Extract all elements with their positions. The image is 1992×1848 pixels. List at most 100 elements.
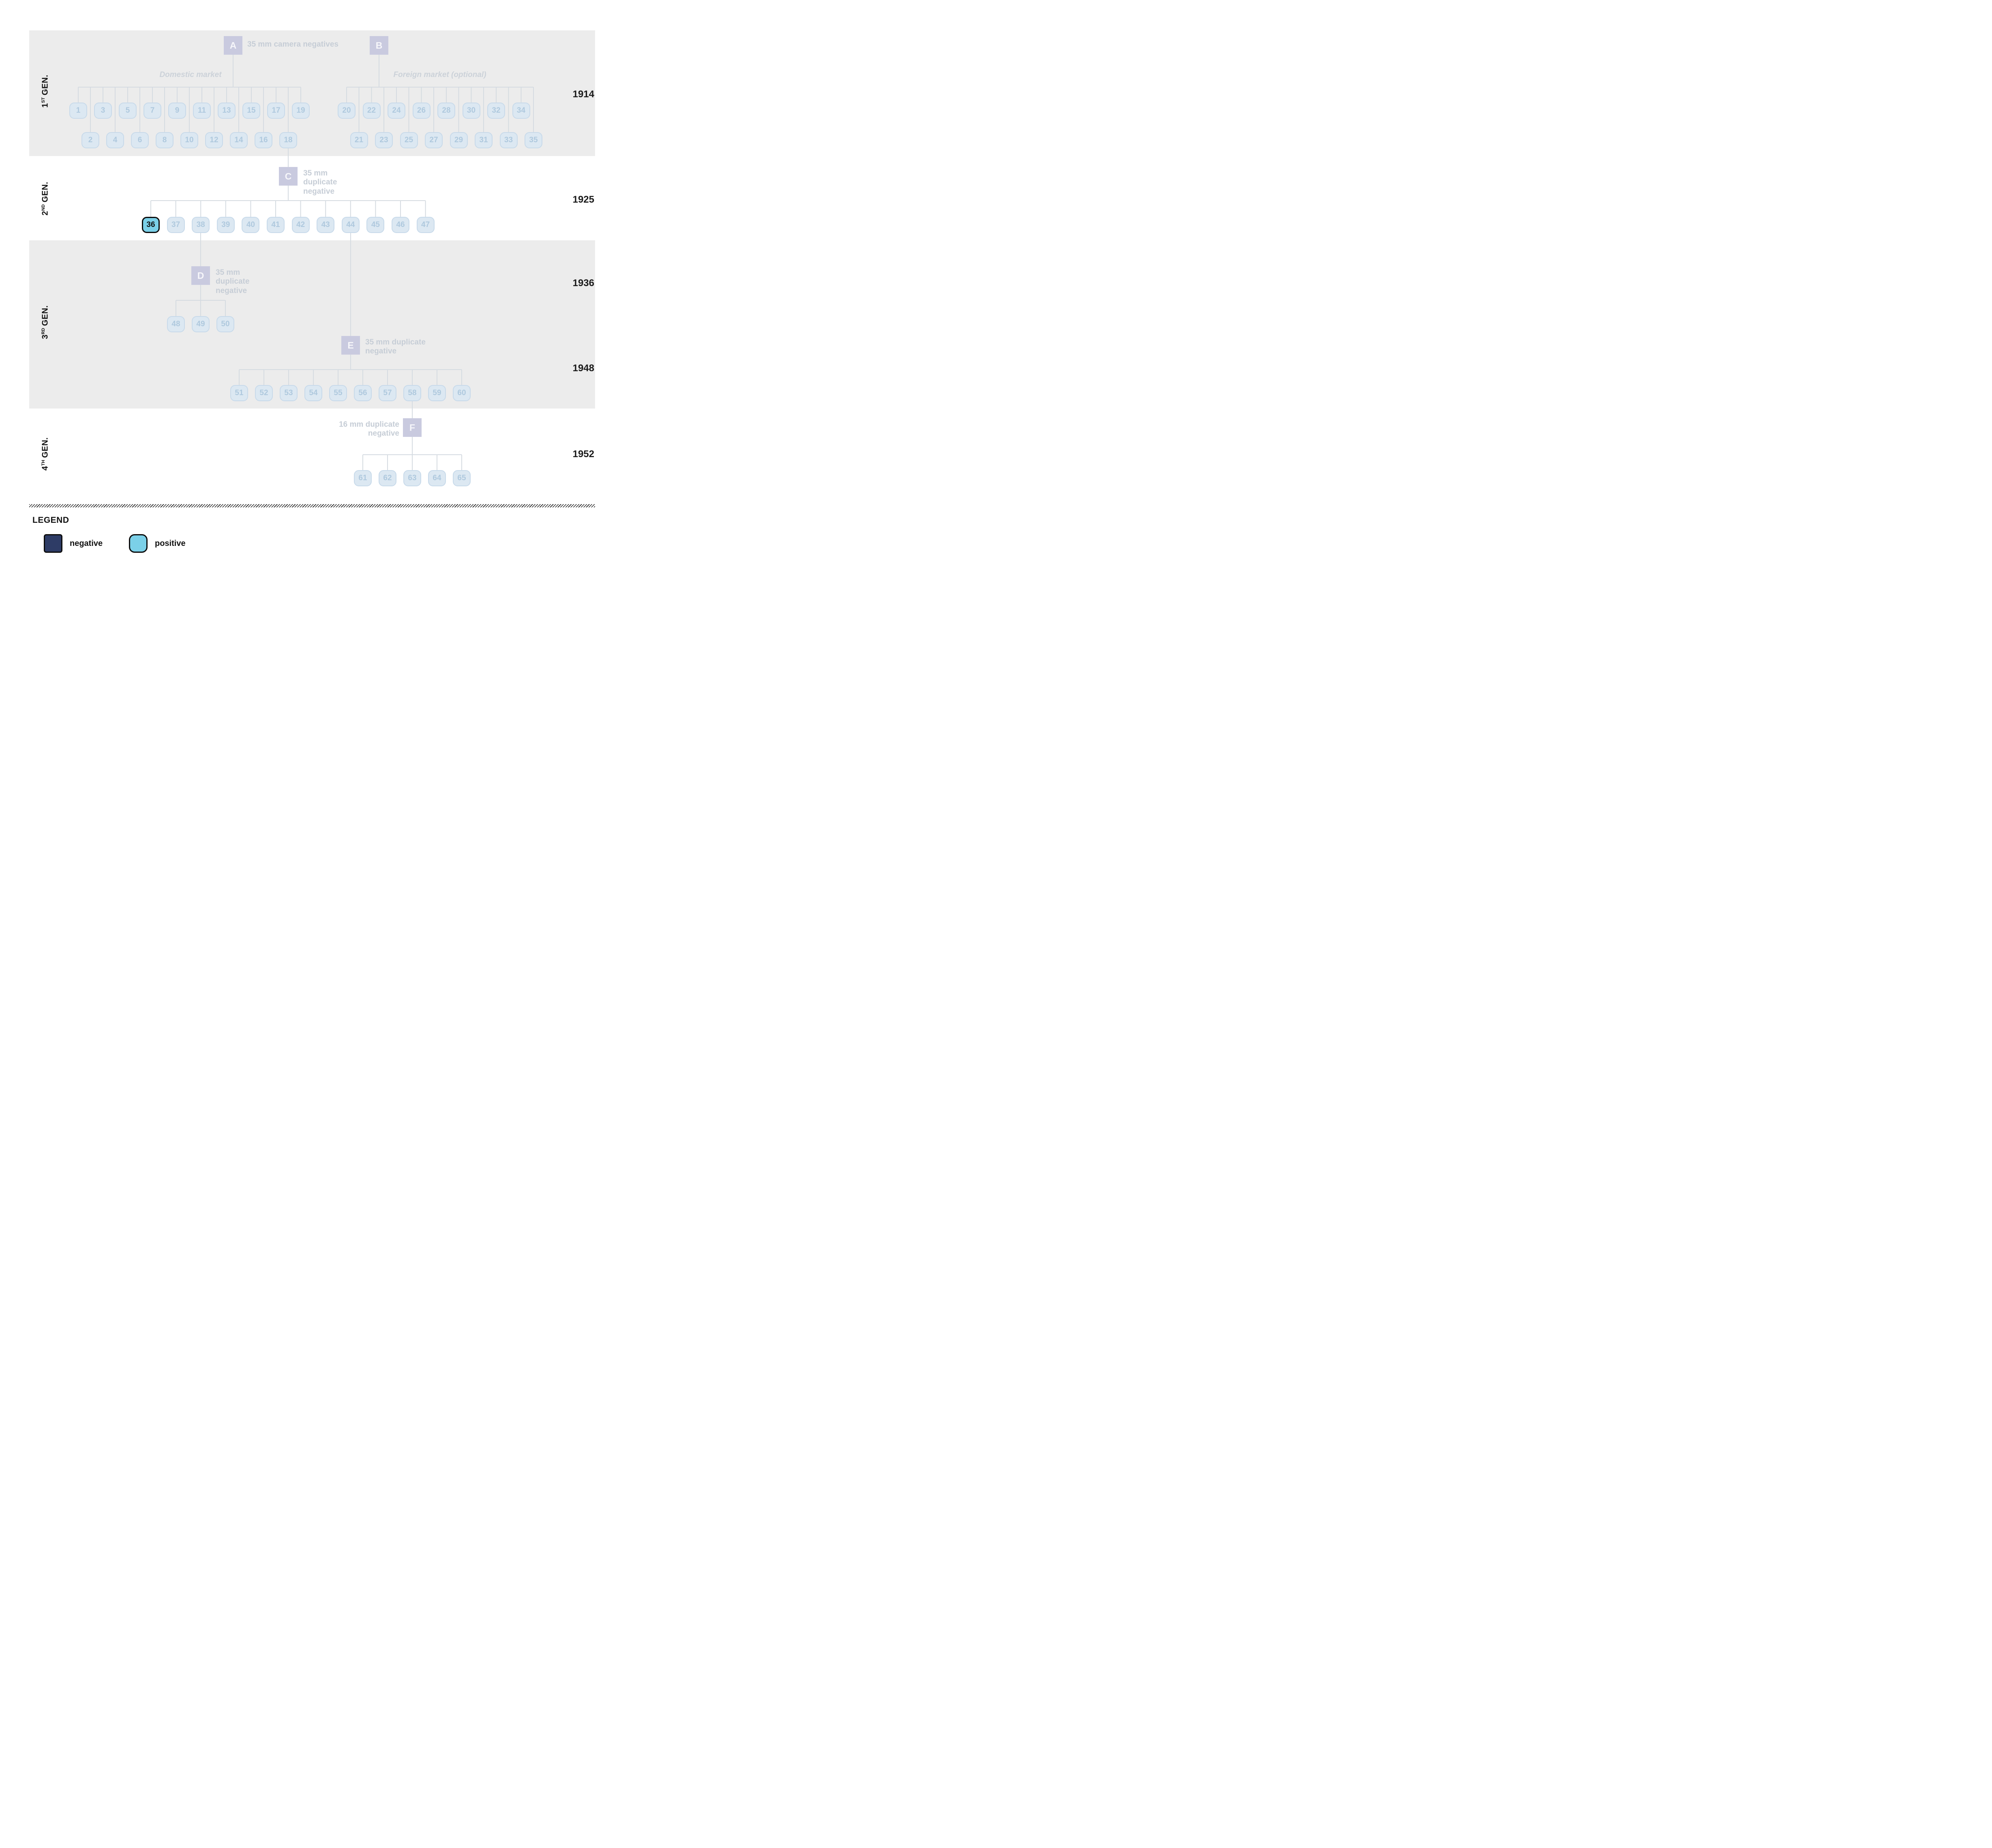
node-33: 33 bbox=[499, 132, 518, 148]
node-11: 11 bbox=[193, 103, 211, 119]
node-65: 65 bbox=[453, 470, 471, 486]
domestic-market-label: Domestic market bbox=[159, 71, 222, 79]
node-4: 4 bbox=[106, 132, 124, 148]
node-15: 15 bbox=[242, 103, 260, 119]
gen4-num: 4 bbox=[41, 466, 50, 471]
annotation-dup-negative-e: 35 mm duplicate negative bbox=[365, 338, 426, 356]
node-19: 19 bbox=[292, 103, 310, 119]
node-34: 34 bbox=[512, 103, 530, 119]
source-node-F: F bbox=[403, 418, 422, 437]
node-42: 42 bbox=[291, 217, 310, 233]
gen4-sup: TH bbox=[41, 460, 46, 466]
node-49: 49 bbox=[192, 316, 210, 332]
gen1-sup: ST bbox=[41, 97, 46, 103]
annotation-camera-negatives: 35 mm camera negatives bbox=[247, 40, 338, 49]
node-60: 60 bbox=[453, 385, 471, 401]
node-28: 28 bbox=[437, 103, 455, 119]
node-51: 51 bbox=[230, 385, 248, 401]
annotation-dup-negative-d: 35 mm duplicate negative bbox=[216, 268, 250, 295]
node-14: 14 bbox=[230, 132, 248, 148]
annotation-dup-negative-c: 35 mm duplicate negative bbox=[303, 169, 337, 196]
year-1914: 1914 bbox=[572, 89, 594, 100]
gen4-word: GEN. bbox=[41, 437, 50, 458]
node-40: 40 bbox=[242, 217, 260, 233]
node-7: 7 bbox=[144, 103, 161, 119]
node-57: 57 bbox=[379, 385, 396, 401]
legend-positive-label: positive bbox=[155, 539, 186, 548]
year-1952: 1952 bbox=[572, 449, 594, 460]
node-25: 25 bbox=[400, 132, 418, 148]
year-1925: 1925 bbox=[572, 194, 594, 205]
node-52: 52 bbox=[255, 385, 273, 401]
gen1-label: 1STGEN. bbox=[41, 75, 50, 108]
node-59: 59 bbox=[428, 385, 446, 401]
gen3-background-band bbox=[29, 240, 595, 409]
node-50: 50 bbox=[216, 316, 234, 332]
node-1: 1 bbox=[69, 103, 87, 119]
node-58: 58 bbox=[403, 385, 421, 401]
gen3-label: 3RD GEN. bbox=[41, 305, 50, 339]
node-31: 31 bbox=[475, 132, 493, 148]
node-53: 53 bbox=[280, 385, 298, 401]
node-55: 55 bbox=[329, 385, 347, 401]
node-6: 6 bbox=[131, 132, 149, 148]
gen1-word: GEN. bbox=[41, 75, 50, 96]
node-3: 3 bbox=[94, 103, 112, 119]
node-32: 32 bbox=[487, 103, 505, 119]
source-node-D: D bbox=[191, 266, 210, 285]
source-node-B: B bbox=[370, 36, 388, 55]
foreign-market-label: Foreign market (optional) bbox=[393, 71, 486, 79]
node-44: 44 bbox=[341, 217, 360, 233]
node-23: 23 bbox=[375, 132, 393, 148]
node-12: 12 bbox=[205, 132, 223, 148]
gen4-label: 4TH GEN. bbox=[41, 437, 50, 471]
connector-lines bbox=[78, 55, 534, 470]
node-24: 24 bbox=[388, 103, 405, 119]
gen3-sup: RD bbox=[41, 328, 46, 335]
gen2-sup: ND bbox=[41, 204, 46, 211]
node-38: 38 bbox=[192, 217, 210, 233]
legend-negative-label: negative bbox=[70, 539, 103, 548]
node-29: 29 bbox=[450, 132, 468, 148]
gen1-num: 1 bbox=[41, 103, 50, 108]
node-46: 46 bbox=[392, 217, 409, 233]
node-10: 10 bbox=[180, 132, 198, 148]
node-54: 54 bbox=[304, 385, 322, 401]
node-17: 17 bbox=[267, 103, 285, 119]
node-64: 64 bbox=[428, 470, 446, 486]
node-21: 21 bbox=[350, 132, 368, 148]
gen2-word: GEN. bbox=[41, 182, 50, 203]
source-node-C: C bbox=[279, 167, 298, 186]
legend-negative-swatch bbox=[44, 534, 62, 553]
node-26: 26 bbox=[412, 103, 431, 119]
node-9: 9 bbox=[168, 103, 186, 119]
node-27: 27 bbox=[425, 132, 443, 148]
node-41: 41 bbox=[267, 217, 285, 233]
node-18: 18 bbox=[279, 132, 297, 148]
gen3-num: 3 bbox=[41, 334, 50, 339]
annotation-dup-negative-f: 16 mm duplicate negative bbox=[339, 420, 399, 438]
legend-title: LEGEND bbox=[32, 515, 69, 525]
gen3-word: GEN. bbox=[41, 305, 50, 326]
node-2: 2 bbox=[81, 132, 99, 148]
node-16: 16 bbox=[255, 132, 272, 148]
node-61: 61 bbox=[354, 470, 372, 486]
source-node-A: A bbox=[224, 36, 242, 55]
gen2-label: 2NDGEN. bbox=[41, 182, 50, 215]
node-35: 35 bbox=[525, 132, 542, 148]
node-62: 62 bbox=[379, 470, 396, 486]
node-22: 22 bbox=[362, 103, 381, 119]
node-5: 5 bbox=[119, 103, 137, 119]
node-63: 63 bbox=[403, 470, 421, 486]
hatched-divider bbox=[29, 504, 595, 507]
node-13: 13 bbox=[218, 103, 236, 119]
year-1936: 1936 bbox=[572, 278, 594, 289]
node-30: 30 bbox=[462, 103, 480, 119]
node-39: 39 bbox=[216, 217, 235, 233]
node-8: 8 bbox=[156, 132, 173, 148]
year-1948: 1948 bbox=[572, 363, 594, 374]
node-20: 20 bbox=[338, 103, 356, 119]
node-36: 36 bbox=[142, 217, 160, 233]
node-37: 37 bbox=[167, 217, 185, 233]
